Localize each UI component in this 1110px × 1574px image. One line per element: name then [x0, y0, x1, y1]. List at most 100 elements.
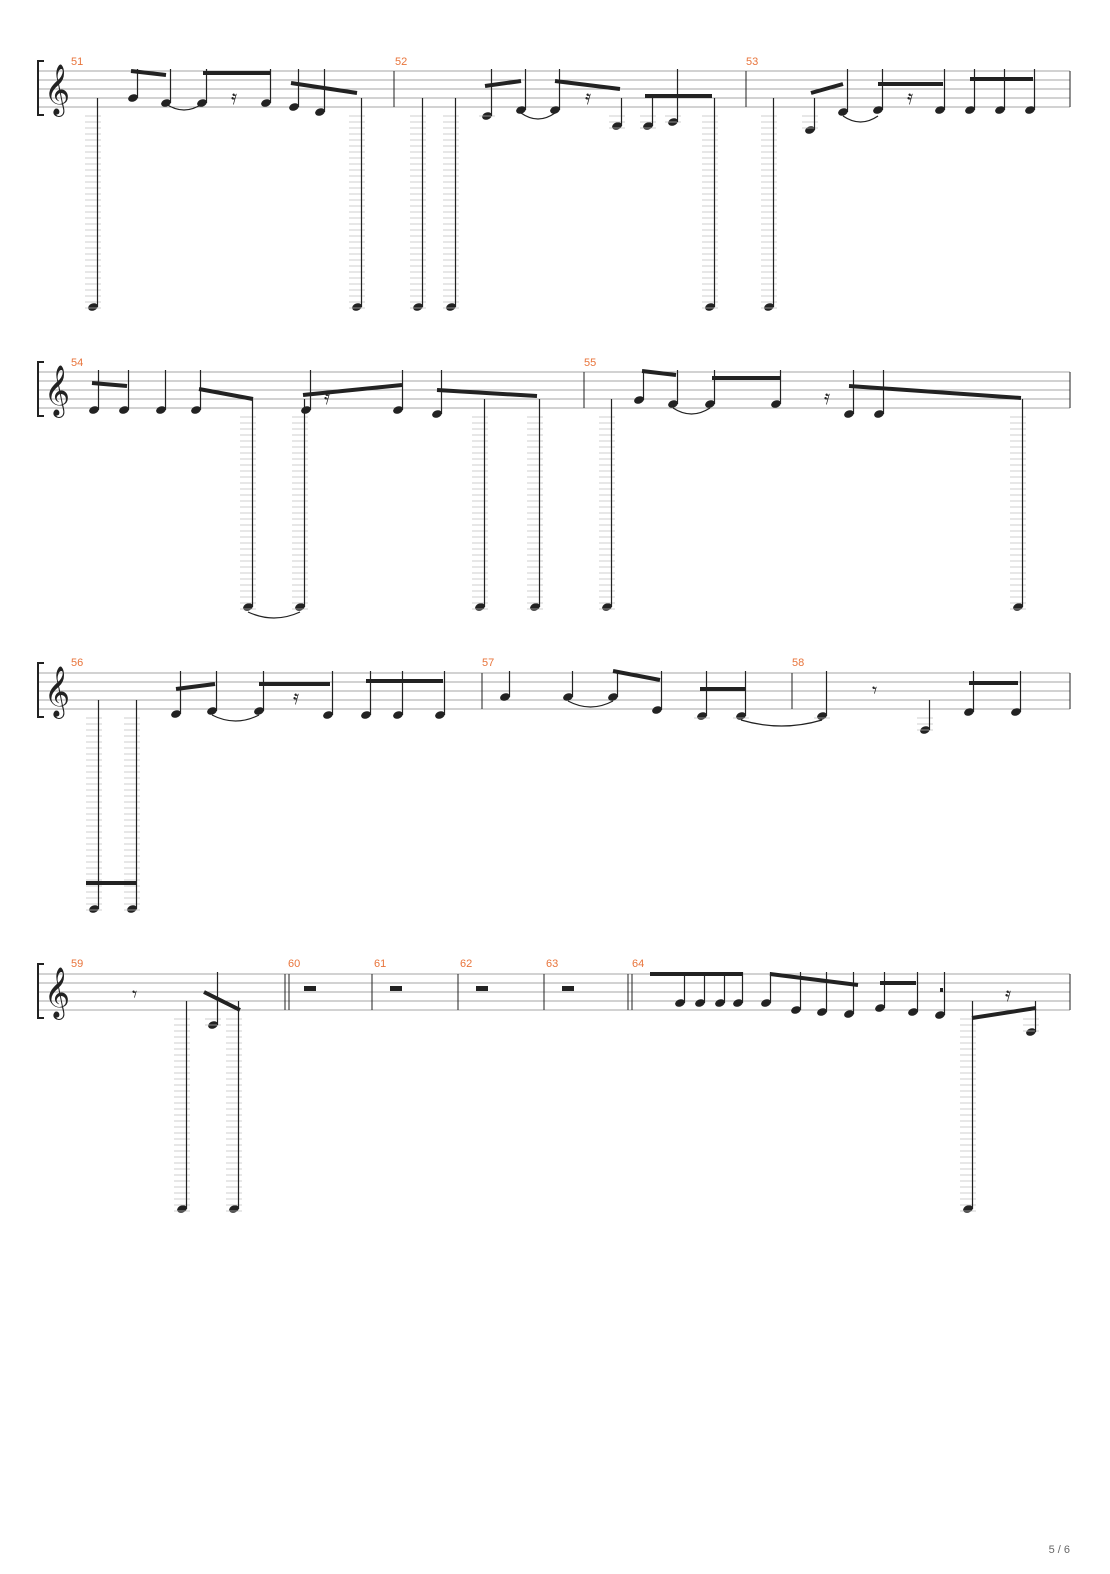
note-head: [301, 406, 311, 414]
rest-icon: 𝄾: [132, 982, 137, 1006]
note-head: [908, 1008, 918, 1016]
rest-icon: 𝄿: [585, 85, 591, 109]
measure-number: 58: [792, 657, 804, 669]
treble-clef-icon: 𝄞: [44, 666, 70, 719]
note-head: [791, 1006, 801, 1014]
note-head: [935, 1011, 945, 1019]
rest-icon: 𝄾: [872, 678, 877, 702]
treble-clef-icon: 𝄞: [44, 365, 70, 418]
note-head: [88, 303, 98, 311]
note-beam: [484, 79, 522, 88]
note-head: [764, 303, 774, 311]
note-head: [715, 999, 725, 1007]
note-beam: [130, 69, 167, 77]
rest-icon: 𝄿: [824, 385, 830, 409]
note-tie: [672, 407, 711, 415]
system-bracket-icon: [37, 361, 44, 417]
note-beam: [290, 81, 358, 95]
note-head: [634, 396, 644, 404]
note-head: [550, 106, 560, 114]
note-head: [964, 708, 974, 716]
rest-icon: 𝄿: [293, 685, 299, 709]
measure-number: 60: [288, 958, 300, 970]
measure-number: 52: [395, 56, 407, 68]
note-head: [446, 303, 456, 311]
measure-number: 57: [482, 657, 494, 669]
measure-number: 55: [584, 357, 596, 369]
note-head: [838, 108, 848, 116]
note-head: [207, 707, 217, 715]
note-tie: [211, 714, 260, 722]
staff-system: 𝄞: [37, 662, 1071, 913]
note-head: [156, 406, 166, 414]
staff-system: 𝄞: [37, 361, 1071, 611]
note-tie: [567, 700, 614, 708]
note-beam: [554, 79, 621, 91]
rest-icon: 𝄿: [324, 385, 330, 409]
note-head: [1011, 708, 1021, 716]
note-head: [935, 106, 945, 114]
note-head: [432, 410, 442, 418]
rest-icon: 𝄿: [907, 85, 913, 109]
system-bracket-icon: [37, 60, 44, 116]
note-head: [289, 103, 299, 111]
note-head: [119, 406, 129, 414]
note-head: [435, 711, 445, 719]
measure-number: 61: [374, 958, 386, 970]
note-head: [323, 711, 333, 719]
note-head: [874, 410, 884, 418]
note-head: [652, 706, 662, 714]
rest-icon: 𝄿: [231, 85, 237, 109]
note-head: [315, 108, 325, 116]
measure-number: 51: [71, 56, 83, 68]
note-head: [1026, 1028, 1036, 1036]
note-head: [705, 303, 715, 311]
measure-number: 63: [546, 958, 558, 970]
note-head: [254, 707, 264, 715]
note-beam: [641, 369, 677, 377]
note-beam: [810, 82, 844, 95]
note-head: [844, 410, 854, 418]
note-head: [771, 400, 781, 408]
note-head: [675, 999, 685, 1007]
note-head: [89, 406, 99, 414]
half-rest-icon: [476, 986, 488, 991]
note-beam: [971, 1006, 1037, 1020]
note-head: [695, 999, 705, 1007]
note-head: [127, 905, 137, 913]
treble-clef-icon: 𝄞: [44, 64, 70, 117]
note-head: [361, 711, 371, 719]
note-head: [668, 400, 678, 408]
half-rest-icon: [562, 986, 574, 991]
note-head: [995, 106, 1005, 114]
measure-number: 54: [71, 357, 83, 369]
note-tie: [740, 719, 823, 727]
page-number: 5 / 6: [1048, 1544, 1070, 1556]
note-head: [817, 1008, 827, 1016]
measure-number: 64: [632, 958, 644, 970]
system-bracket-icon: [37, 662, 44, 718]
note-tie: [842, 115, 879, 123]
note-beam: [175, 682, 216, 691]
note-head: [733, 999, 743, 1007]
note-beam: [612, 669, 661, 682]
measure-number: 59: [71, 958, 83, 970]
note-head: [965, 106, 975, 114]
note-head: [393, 711, 403, 719]
rest-icon: 𝄿: [1005, 982, 1011, 1006]
measure-number: 62: [460, 958, 472, 970]
note-tie: [247, 611, 301, 619]
system-bracket-icon: [37, 963, 44, 1019]
note-head: [608, 693, 618, 701]
note-head: [191, 406, 201, 414]
note-head: [563, 693, 573, 701]
note-head: [352, 303, 362, 311]
treble-clef-icon: 𝄞: [44, 967, 70, 1020]
note-head: [413, 303, 423, 311]
note-tie: [520, 112, 556, 120]
note-head: [516, 106, 526, 114]
note-head: [128, 94, 138, 102]
note-head: [705, 400, 715, 408]
